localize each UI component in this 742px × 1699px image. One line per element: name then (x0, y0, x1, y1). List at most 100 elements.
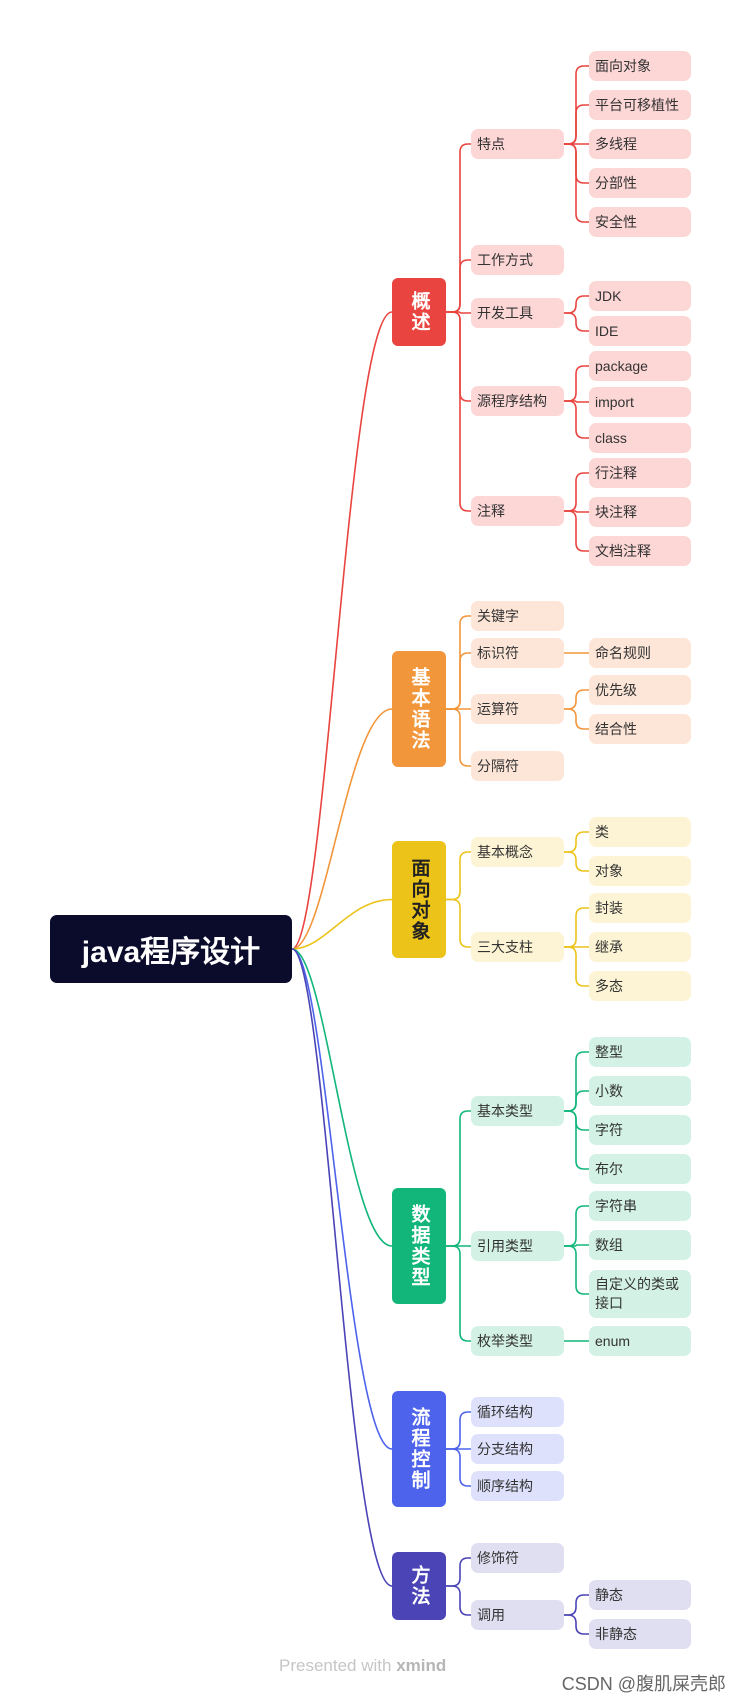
subtopic[interactable]: 字符 (589, 1115, 691, 1145)
subtopic[interactable]: 优先级 (589, 675, 691, 705)
topic-dev-tools[interactable]: 开发工具 (471, 298, 564, 328)
branch-oop[interactable]: 面向对象 (392, 841, 446, 958)
subtopic[interactable]: 多态 (589, 971, 691, 1001)
subtopic[interactable]: 自定义的类或接口 (589, 1270, 691, 1318)
subtopic[interactable]: 平台可移植性 (589, 90, 691, 120)
connector-line (564, 1205, 589, 1247)
connector-line (564, 1245, 589, 1295)
branch-label: 数据类型 (408, 1204, 430, 1288)
subtopic[interactable]: 小数 (589, 1076, 691, 1106)
connector-line (291, 948, 393, 1587)
subtopic[interactable]: package (589, 351, 691, 381)
branch-overview[interactable]: 概述 (392, 278, 446, 346)
subtopic[interactable]: 字符串 (589, 1191, 691, 1221)
topic-primitive-types[interactable]: 基本类型 (471, 1096, 564, 1126)
branch-methods[interactable]: 方法 (392, 1552, 446, 1620)
connector-line (564, 831, 589, 853)
connector-line (564, 907, 589, 948)
connector-line (564, 1110, 589, 1170)
branch-label: 面向对象 (408, 857, 430, 942)
topic-enum-types[interactable]: 枚举类型 (471, 1326, 564, 1356)
connector-line (446, 259, 471, 313)
branch-label: 流程控制 (408, 1407, 430, 1491)
connector-line (564, 708, 589, 730)
connector-line (564, 510, 589, 513)
subtopic[interactable]: 结合性 (589, 714, 691, 744)
subtopic[interactable]: 类 (589, 817, 691, 847)
topic-three-pillars[interactable]: 三大支柱 (471, 932, 564, 962)
connector-line (564, 365, 589, 402)
subtopic[interactable]: 多线程 (589, 129, 691, 159)
subtopic[interactable]: 对象 (589, 856, 691, 886)
subtopic[interactable]: 非静态 (589, 1619, 691, 1649)
connector-line (564, 689, 589, 710)
subtopic[interactable]: 命名规则 (589, 638, 691, 668)
topic-separators[interactable]: 分隔符 (471, 751, 564, 781)
topic-source-structure[interactable]: 源程序结构 (471, 386, 564, 416)
connector-line (564, 851, 589, 872)
branch-label: 概述 (408, 291, 430, 333)
connector-line (291, 708, 393, 950)
connector-line (446, 1557, 471, 1587)
subtopic[interactable]: IDE (589, 316, 691, 346)
subtopic[interactable]: 布尔 (589, 1154, 691, 1184)
watermark: CSDN @腹肌屎壳郎 (561, 1674, 726, 1694)
subtopic[interactable]: 文档注释 (589, 536, 691, 566)
branch-data-types[interactable]: 数据类型 (392, 1188, 446, 1304)
topic-working-mode[interactable]: 工作方式 (471, 245, 564, 275)
subtopic[interactable]: 行注释 (589, 458, 691, 488)
subtopic[interactable]: JDK (589, 281, 691, 311)
subtopic[interactable]: import (589, 387, 691, 417)
subtopic[interactable]: 安全性 (589, 207, 691, 237)
subtopic[interactable]: class (589, 423, 691, 453)
connector-line (564, 472, 589, 512)
connector-line (446, 615, 471, 710)
topic-operators[interactable]: 运算符 (471, 694, 564, 724)
connector-line (446, 652, 471, 710)
subtopic[interactable]: enum (589, 1326, 691, 1356)
topic-comments[interactable]: 注释 (471, 496, 564, 526)
subtopic[interactable]: 整型 (589, 1037, 691, 1067)
connector-line (446, 708, 471, 767)
connector-line (446, 1110, 471, 1247)
topic-keywords[interactable]: 关键字 (471, 601, 564, 631)
topic-modifiers[interactable]: 修饰符 (471, 1543, 564, 1573)
topic-branching[interactable]: 分支结构 (471, 1434, 564, 1464)
connector-line (564, 400, 589, 439)
subtopic[interactable]: 封装 (589, 893, 691, 923)
connector-line (291, 311, 393, 950)
connector-line (446, 311, 471, 402)
subtopic[interactable]: 面向对象 (589, 51, 691, 81)
topic-loop[interactable]: 循环结构 (471, 1397, 564, 1427)
branch-flow-control[interactable]: 流程控制 (392, 1391, 446, 1507)
topic-invocation[interactable]: 调用 (471, 1600, 564, 1630)
connector-line (564, 1244, 589, 1247)
connector-line (564, 400, 589, 403)
subtopic[interactable]: 数组 (589, 1230, 691, 1260)
subtopic[interactable]: 静态 (589, 1580, 691, 1610)
connector-line (446, 1245, 471, 1342)
topic-features[interactable]: 特点 (471, 129, 564, 159)
connector-line (564, 1614, 589, 1635)
footer-credit: Presented with xmind (279, 1656, 446, 1676)
connector-line (291, 948, 393, 1247)
branch-basic-syntax[interactable]: 基本语法 (392, 651, 446, 767)
connector-line (564, 312, 589, 332)
connector-line (564, 946, 589, 987)
connector-line (446, 1585, 471, 1616)
connector-line (291, 898, 393, 950)
connector-line (564, 295, 589, 314)
subtopic[interactable]: 块注释 (589, 497, 691, 527)
topic-reference-types[interactable]: 引用类型 (471, 1231, 564, 1261)
subtopic[interactable]: 继承 (589, 932, 691, 962)
connector-line (564, 104, 589, 145)
xmind-brand: xmind (396, 1656, 447, 1675)
topic-identifiers[interactable]: 标识符 (471, 638, 564, 668)
topic-sequence[interactable]: 顺序结构 (471, 1471, 564, 1501)
root-topic[interactable]: java程序设计 (50, 915, 292, 983)
connector-line (446, 143, 471, 313)
subtopic[interactable]: 分部性 (589, 168, 691, 198)
topic-basic-concepts[interactable]: 基本概念 (471, 837, 564, 867)
connector-line (446, 1411, 471, 1450)
